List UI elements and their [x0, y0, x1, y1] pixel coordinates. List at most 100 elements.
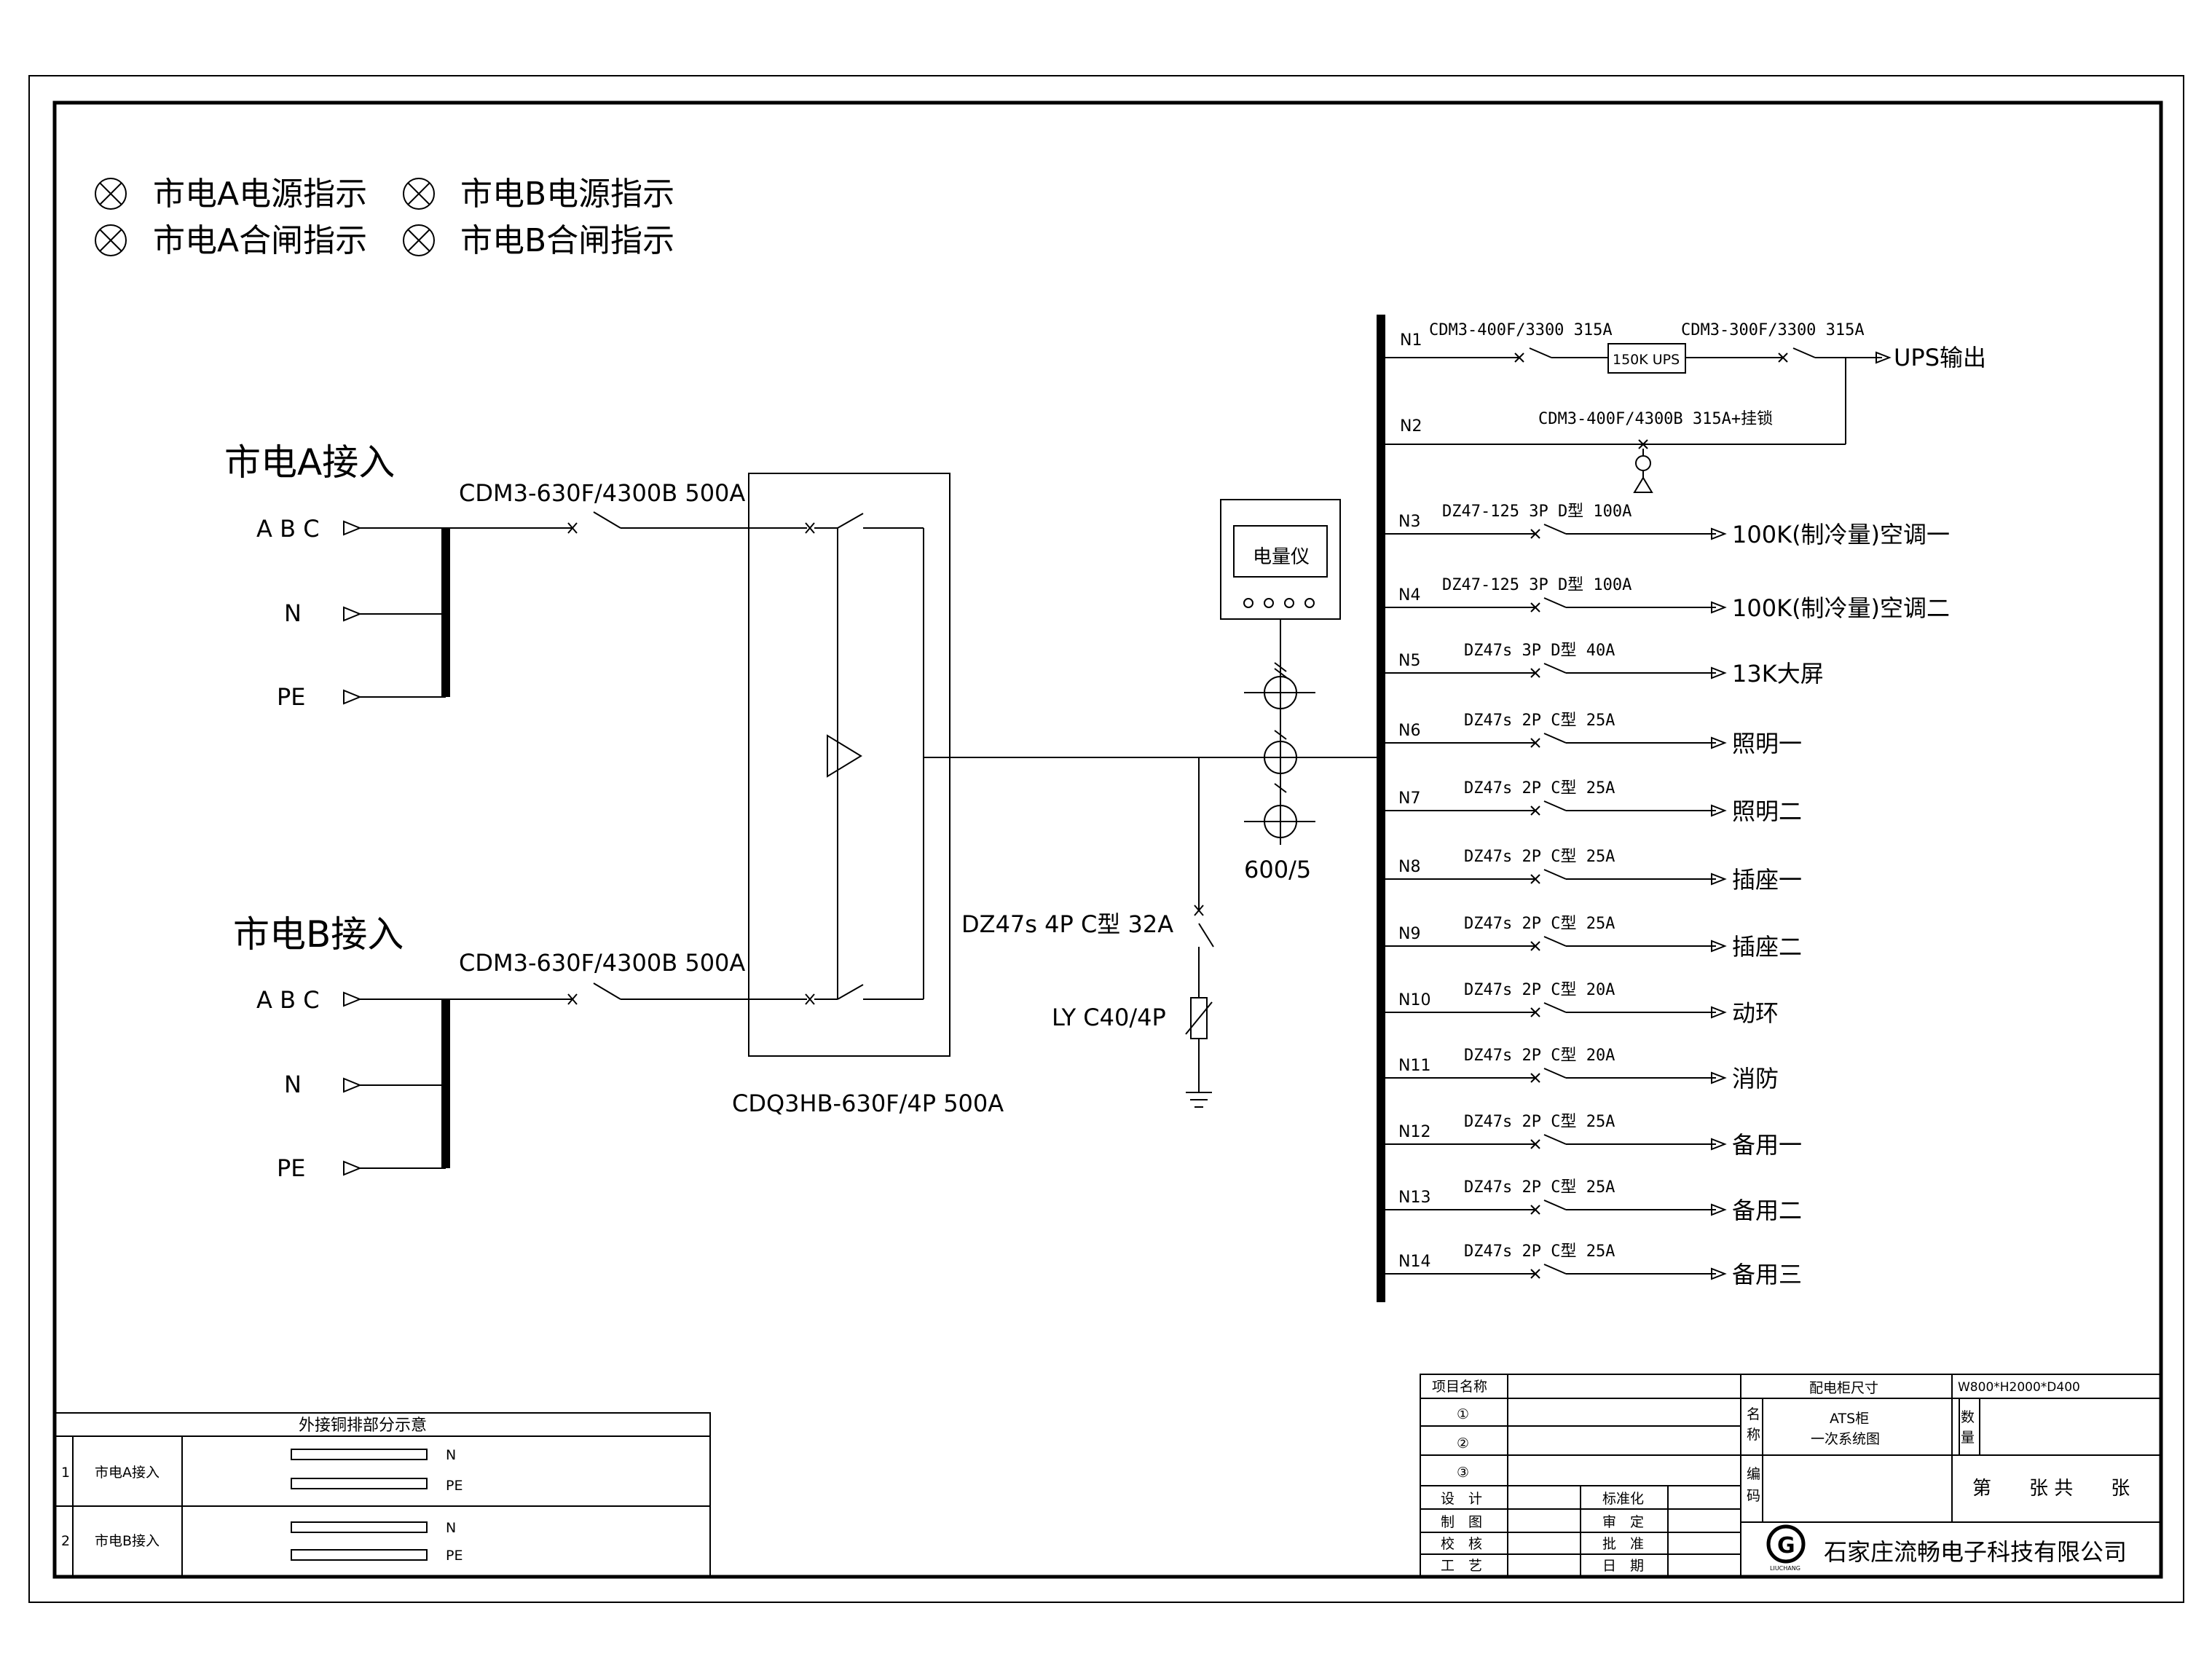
- source-b-busbar: [441, 999, 450, 1168]
- tb-cabinet-size-label: 配电柜尺寸: [1809, 1380, 1878, 1396]
- legend: [95, 178, 435, 256]
- source-a-phase-label: A B C: [256, 515, 320, 543]
- circuit-load-label: 插座二: [1732, 933, 1802, 961]
- circuit-no: N13: [1398, 1189, 1430, 1207]
- source-a-n-label: N: [284, 599, 302, 627]
- feeder-circuit-n3: [1385, 524, 1727, 540]
- circuit-load-label: 照明一: [1732, 730, 1802, 757]
- circuit-load-label: 照明二: [1732, 797, 1802, 825]
- tb-drawing-name-1: ATS柜: [1830, 1411, 1869, 1427]
- ups-box-label: 150K UPS: [1613, 352, 1680, 368]
- circuit-breaker-label: DZ47s 2P C型 25A: [1464, 848, 1615, 866]
- circuit-no: N6: [1398, 722, 1420, 740]
- spd-arrester-label: LY C40/4P: [1052, 1004, 1166, 1031]
- outer-border: [28, 75, 2184, 1603]
- title-block: [1420, 1374, 2162, 1577]
- tb-name-label: 名: [1747, 1406, 1760, 1422]
- tb-drawing-name-2: 一次系统图: [1811, 1431, 1880, 1447]
- circuit-load-label: 100K(制冷量)空调一: [1732, 521, 1950, 548]
- copper-row-name: 市电A接入: [95, 1465, 160, 1481]
- tb-role: 批 准: [1602, 1536, 1644, 1552]
- circuit-breaker-label: DZ47s 2P C型 20A: [1464, 1047, 1615, 1065]
- feeder-circuit-n4: [1385, 597, 1727, 614]
- circuit-breaker-label: DZ47s 2P C型 25A: [1464, 779, 1615, 797]
- feeder-circuit-n5: [1385, 663, 1727, 680]
- meter-label: 电量仪: [1253, 546, 1310, 568]
- company-logo-icon: G LIUCHANG: [1766, 1524, 1806, 1572]
- source-b-title: 市电B接入: [233, 913, 404, 956]
- copper-table-title: 外接铜排部分示意: [299, 1417, 427, 1435]
- legend-label: 市电B电源指示: [460, 176, 674, 213]
- circuit-no: N1: [1400, 331, 1422, 350]
- tb-company-name: 石家庄流畅电子科技有限公司: [1824, 1538, 2127, 1566]
- circuit-breaker-label: DZ47s 2P C型 25A: [1464, 1113, 1615, 1131]
- tb-role: 制 图: [1441, 1514, 1482, 1530]
- svg-text:LIUCHANG: LIUCHANG: [1770, 1565, 1800, 1572]
- indicator-lamp-icon: [95, 178, 127, 210]
- ct-ratio-label: 600/5: [1244, 856, 1311, 883]
- circuit-no: N14: [1398, 1253, 1430, 1271]
- spd-breaker-label: DZ47s 4P C型 32A: [961, 910, 1173, 938]
- tb-role: 校 核: [1441, 1536, 1482, 1552]
- tb-name-label: 称: [1747, 1427, 1760, 1443]
- legend-label: 市电A合闸指示: [153, 222, 367, 259]
- ats-switch: [748, 473, 1380, 1057]
- ats-label: CDQ3HB-630F/4P 500A: [732, 1090, 1004, 1117]
- circuit-no: N5: [1398, 652, 1420, 670]
- tb-role: 审 定: [1602, 1514, 1644, 1530]
- copper-bar-label: N: [446, 1520, 456, 1536]
- circuit-breaker-label: DZ47s 2P C型 25A: [1464, 712, 1615, 730]
- tb-qty-label: 量: [1961, 1430, 1975, 1446]
- circuit-breaker-label: DZ47s 2P C型 25A: [1464, 1242, 1615, 1261]
- tb-role: 日 期: [1602, 1558, 1644, 1574]
- distribution-busbar: [1377, 315, 1385, 1302]
- feeder-circuit-n7: [1385, 800, 1727, 817]
- copper-bar-label: PE: [446, 1478, 463, 1494]
- circuit-load-label: 备用一: [1732, 1131, 1802, 1159]
- circuit-load-label: 13K大屏: [1732, 660, 1824, 688]
- power-meter: [1220, 499, 1341, 845]
- source-a-breaker-label: CDM3-630F/4300B 500A: [459, 479, 745, 507]
- source-b-wiring: [343, 982, 815, 1176]
- source-a-busbar: [441, 528, 450, 697]
- tb-qty-label: 数: [1961, 1409, 1975, 1425]
- feeder-circuit-n6: [1385, 733, 1727, 749]
- tb-role: 工 艺: [1441, 1558, 1482, 1574]
- tb-cabinet-size: W800*H2000*D400: [1958, 1380, 2080, 1395]
- indicator-lamp-icon: [403, 224, 435, 256]
- circuit-breaker-label: DZ47-125 3P D型 100A: [1442, 576, 1632, 594]
- tb-role: 设 计: [1441, 1491, 1482, 1507]
- indicator-lamp-icon: [403, 178, 435, 210]
- source-b-pe-label: PE: [277, 1154, 306, 1182]
- circuit-no: N9: [1398, 925, 1420, 943]
- circuit-load-label: 动环: [1732, 999, 1779, 1027]
- circuit-no: N4: [1398, 586, 1420, 604]
- feeder-circuit-n12: [1385, 1134, 1727, 1151]
- legend-label: 市电B合闸指示: [460, 222, 674, 259]
- copper-row-index: 2: [61, 1533, 70, 1549]
- feeder-circuit-n13: [1385, 1200, 1727, 1216]
- ups-breaker-1-label: CDM3-400F/3300 315A: [1429, 321, 1613, 339]
- indicator-lamp-icon: [95, 224, 127, 256]
- circuit-load-label: 消防: [1732, 1065, 1779, 1092]
- svg-text:G: G: [1777, 1533, 1795, 1559]
- circuit-load-label: 100K(制冷量)空调二: [1732, 594, 1950, 622]
- tb-code-label: 编: [1747, 1466, 1760, 1482]
- copper-row-name: 市电B接入: [95, 1533, 160, 1549]
- circuit-no: N7: [1398, 789, 1420, 808]
- circuit-no: N10: [1398, 991, 1430, 1009]
- tb-role: 标准化: [1602, 1491, 1644, 1507]
- copper-table: [54, 1412, 711, 1577]
- copper-bar-label: N: [446, 1447, 456, 1463]
- circuit-no: N11: [1398, 1057, 1430, 1075]
- ups-circuit: [1385, 343, 1892, 493]
- circuit-load-label: 插座一: [1732, 866, 1802, 894]
- circuit-breaker-label: DZ47s 2P C型 20A: [1464, 981, 1615, 999]
- circuit-breaker-label: DZ47s 2P C型 25A: [1464, 1178, 1615, 1197]
- tb-project-name-label: 项目名称: [1432, 1379, 1487, 1395]
- circuit-no: N3: [1398, 513, 1420, 531]
- circuit-breaker-label: DZ47s 3P D型 40A: [1464, 642, 1615, 660]
- circuit-load-label: 备用三: [1732, 1261, 1802, 1288]
- circuit-breaker-label: DZ47-125 3P D型 100A: [1442, 503, 1632, 521]
